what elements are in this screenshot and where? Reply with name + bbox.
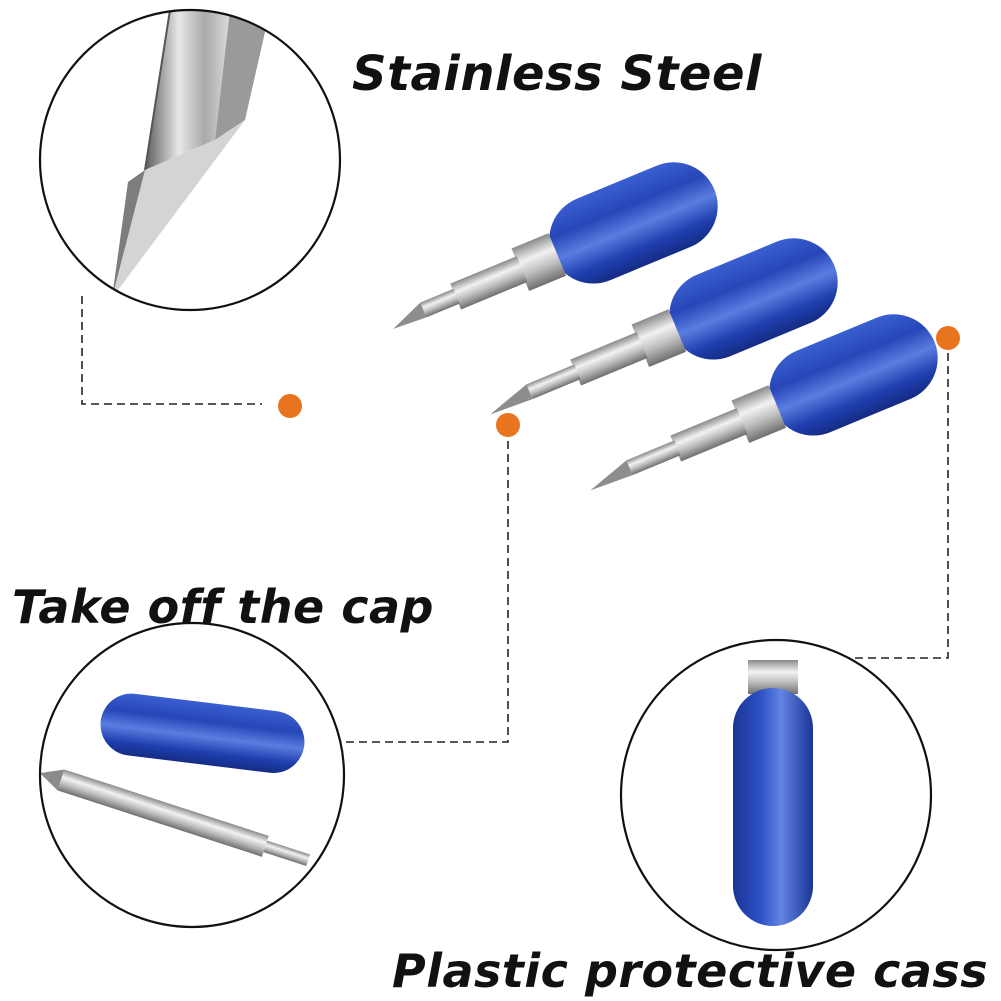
blade-icon bbox=[590, 314, 938, 491]
protective-case-circle bbox=[619, 638, 933, 952]
blade-icon bbox=[393, 162, 718, 329]
connector-lines bbox=[81, 296, 949, 743]
connector-steel bbox=[81, 296, 262, 405]
connector-case bbox=[810, 340, 949, 659]
connector-cap bbox=[343, 428, 509, 743]
marker-dot-icon bbox=[496, 413, 520, 437]
marker-dot-icon bbox=[936, 326, 960, 350]
blade-closeup-circle bbox=[38, 8, 342, 312]
marker-dot-icon bbox=[278, 394, 302, 418]
blade-icon bbox=[490, 238, 838, 415]
cap-removed-circle bbox=[38, 621, 346, 929]
take-off-cap-label: Take off the cap bbox=[12, 580, 434, 634]
stainless-steel-label: Stainless Steel bbox=[352, 46, 762, 102]
plastic-case-label: Plastic protective cass bbox=[392, 944, 989, 998]
